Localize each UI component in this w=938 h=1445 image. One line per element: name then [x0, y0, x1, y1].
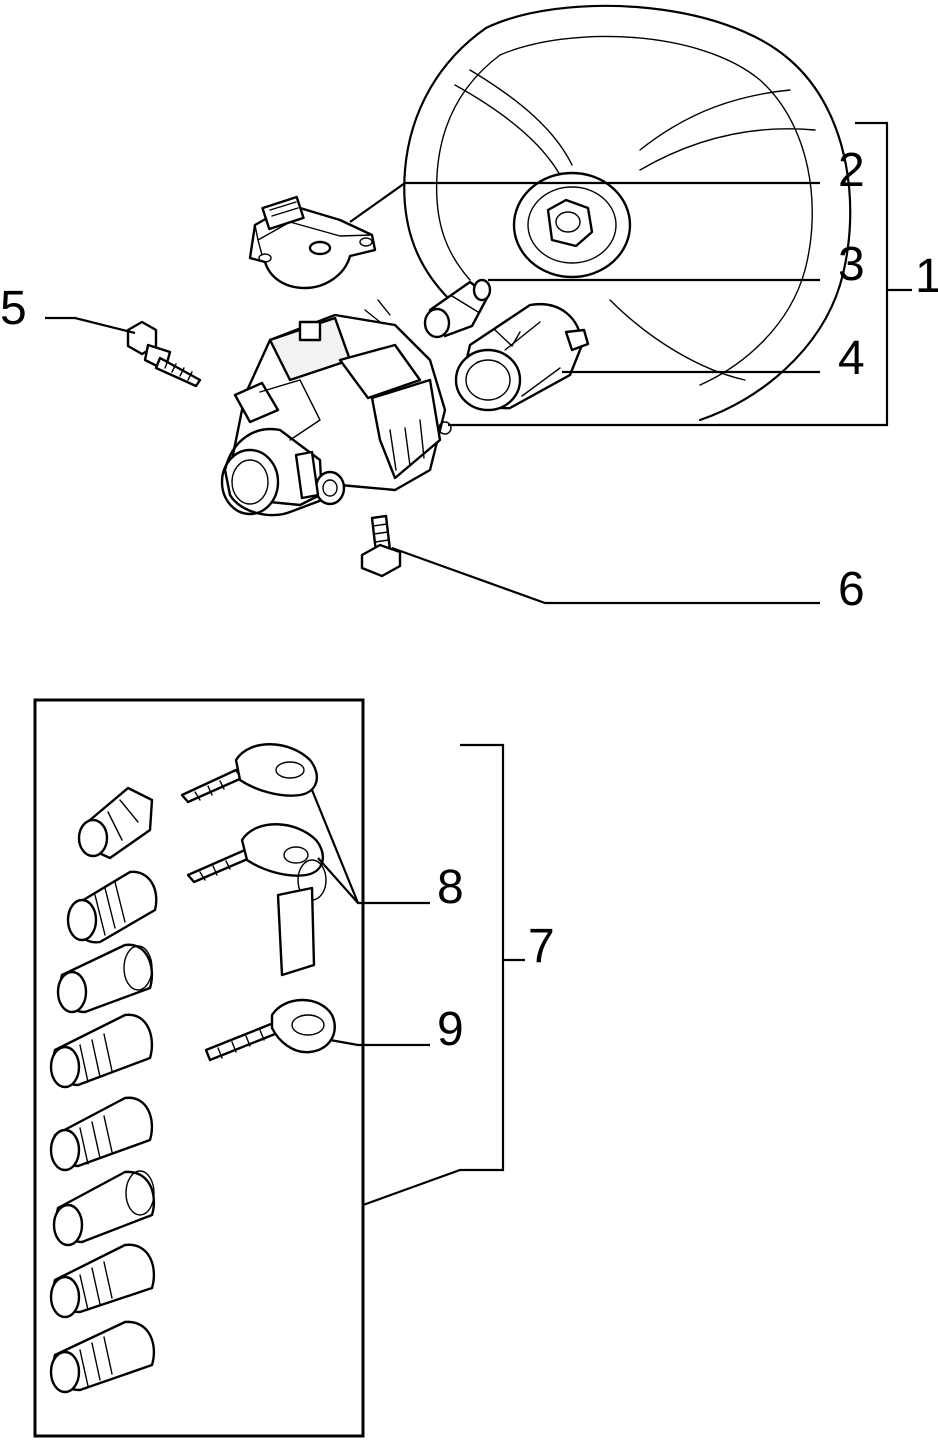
lock-cylinder-icon — [49, 1013, 154, 1089]
lock-cylinder-icon — [454, 302, 590, 412]
key-icon — [180, 743, 319, 804]
bolt-icon — [360, 514, 402, 578]
lock-cylinder-icon — [52, 1170, 156, 1247]
callout-4: 4 — [838, 332, 865, 385]
steering-wheel-icon — [403, 4, 852, 422]
lock-cylinder-set — [49, 786, 158, 1394]
bulb-icon — [423, 278, 492, 339]
callout-3: 3 — [838, 238, 865, 291]
switch-body-icon — [220, 299, 452, 517]
callout-1: 1 — [915, 250, 938, 303]
lock-cylinder-icon — [49, 1243, 156, 1319]
callout-8: 8 — [437, 861, 464, 914]
callout-6: 6 — [838, 563, 865, 616]
callout-2: 2 — [838, 144, 865, 197]
callout-5: 5 — [0, 282, 27, 335]
callout-7: 7 — [528, 920, 555, 973]
lock-cylinder-icon — [77, 786, 154, 860]
lock-cylinder-icon — [66, 870, 158, 944]
leader-lines — [45, 121, 912, 1207]
shear-bolt-icon — [126, 320, 202, 388]
callout-9: 9 — [437, 1003, 464, 1056]
ignition-switch-icon — [248, 195, 377, 290]
key-icon — [204, 998, 336, 1062]
lock-cylinder-icon — [49, 1320, 156, 1394]
lock-cylinder-icon — [56, 943, 154, 1014]
lock-cylinder-icon — [49, 1096, 154, 1172]
kit-box — [33, 698, 365, 1438]
key-icon — [186, 823, 327, 977]
